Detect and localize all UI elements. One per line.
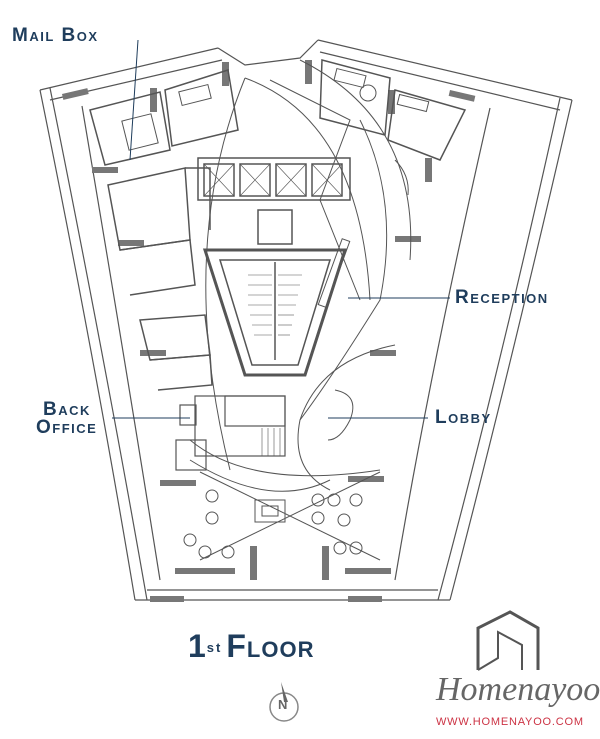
leader-lines	[112, 39, 450, 419]
brand-name: Homenayoo	[436, 671, 600, 708]
building-outline	[39, 39, 573, 601]
elevator-bank	[197, 157, 351, 245]
lobby-chairs	[183, 489, 363, 559]
interior-walls	[89, 59, 467, 391]
label-reception: Reception	[455, 287, 549, 308]
floor-number: 1	[188, 628, 207, 664]
north-arrow-icon	[269, 682, 299, 722]
label-mail-box: Mail Box	[12, 25, 99, 46]
label-back-office-line2: Office	[36, 417, 98, 438]
wall-blocks	[62, 60, 476, 602]
back-stair	[175, 395, 286, 471]
central-core	[202, 248, 348, 377]
label-back-office-line1: Back	[43, 399, 91, 420]
lobby-curves	[189, 59, 412, 492]
label-lobby: Lobby	[435, 407, 492, 428]
house-logo-icon	[476, 610, 540, 671]
compass-letter: N	[278, 697, 288, 712]
floor-ordinal: st	[206, 640, 223, 655]
brand-url: WWW.HOMENAYOO.COM	[436, 716, 584, 728]
floor-word: Floor	[226, 628, 315, 664]
furniture	[121, 67, 430, 561]
